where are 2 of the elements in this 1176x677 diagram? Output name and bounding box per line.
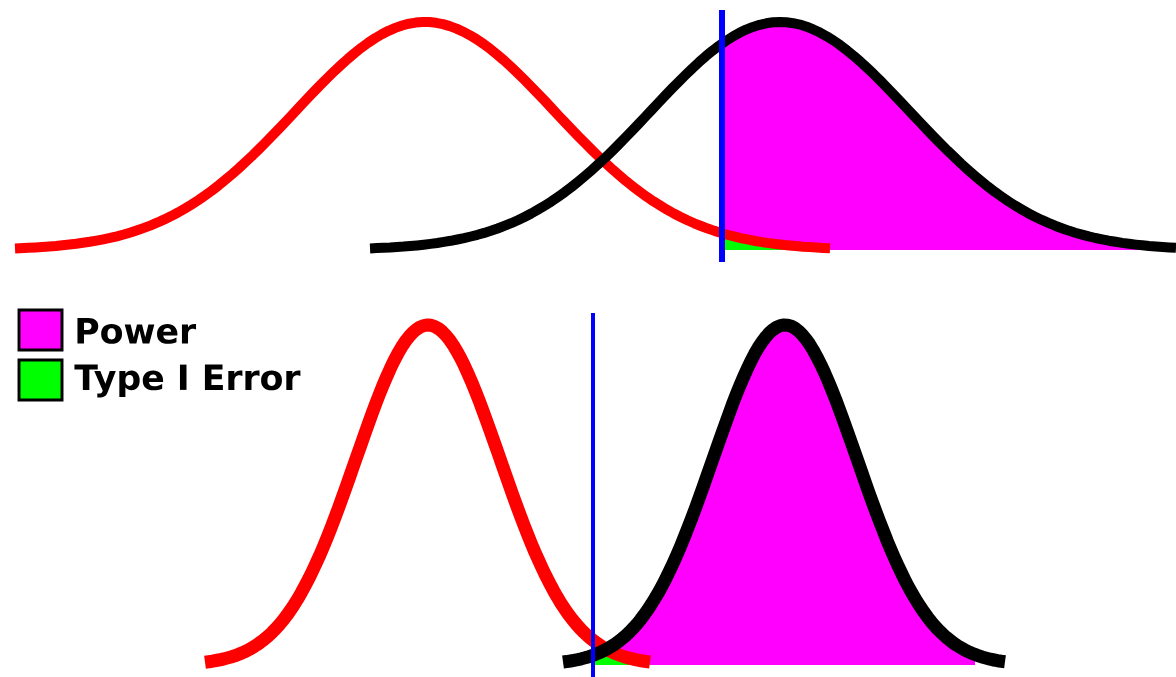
- legend-label: Power: [77, 318, 197, 344]
- legend-label: Type I Error: [74, 364, 301, 398]
